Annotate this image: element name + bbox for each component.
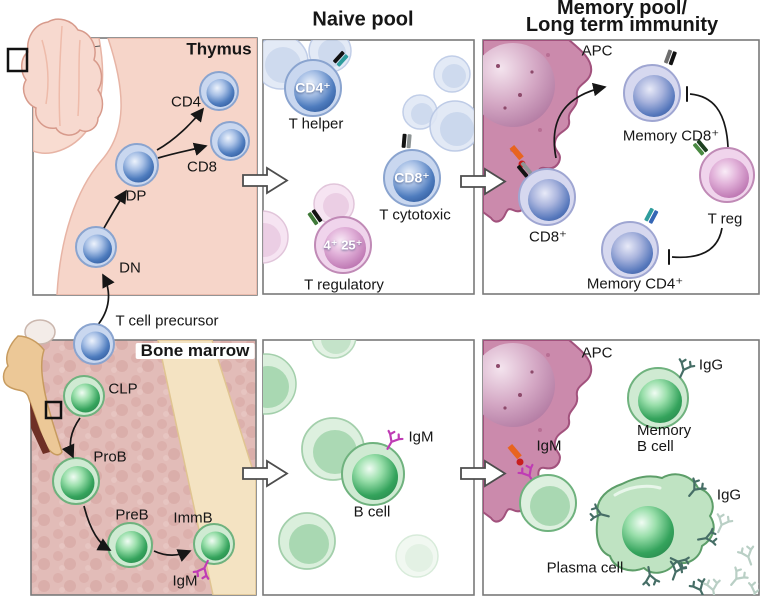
memory-pool-title-line1: Memory pool/ [556, 0, 688, 19]
memory-pool-title-line2: Long term immunity [525, 14, 719, 36]
memory-t-content [483, 40, 755, 279]
t-helper-receptor [333, 50, 349, 67]
naive-t-cells [263, 40, 474, 274]
t-regulatory-cell [314, 216, 372, 274]
memory-b-cell-label: Memory B cell [637, 423, 691, 455]
background-b-cell [311, 340, 357, 359]
cd4-plus-cell-label: CD4⁺ [295, 79, 331, 96]
thymus-organ-illustration [6, 18, 104, 136]
antigen-dot [516, 458, 524, 466]
arrow-dp-to-cd4 [156, 107, 205, 151]
naive-pool-title: Naive pool [312, 8, 414, 31]
arrow-precursor-to-dn [96, 273, 115, 327]
immb-cell [193, 523, 235, 565]
igg-memory-label: IgG [698, 356, 724, 374]
t-reg-label: T reg [707, 210, 743, 228]
plasma-cell-label: Plasma cell [546, 559, 624, 577]
b-cell [341, 442, 405, 506]
t-cell-precursor-label: T cell precursor [115, 312, 219, 330]
preb-label: PreB [115, 506, 149, 524]
background-naive-t-cell [429, 100, 474, 152]
arrow-prob-to-preb [83, 505, 112, 551]
memory-cd4-cell [601, 221, 659, 279]
arrow-dn-to-dp [103, 189, 127, 229]
cd8-effector-receptor [516, 161, 533, 178]
background-naive-pink-cell [263, 210, 289, 264]
apc-label-top: APC [581, 42, 613, 60]
prob-cell [52, 457, 100, 505]
thymus-panel-label: Thymus [186, 39, 252, 59]
cd8-effector-label: CD8⁺ [529, 228, 567, 246]
inhibit-treg-memcd4 [671, 227, 723, 259]
memory-pool-title: Memory pool/ Long term immunity [525, 0, 719, 36]
cd8-cell [210, 121, 250, 161]
igg-plasma-label: IgG [716, 486, 742, 504]
memory-cd8-cell [623, 64, 681, 122]
t-helper-label: T helper [288, 115, 344, 133]
arrow-dp-to-cd8 [157, 142, 208, 159]
t-reg-cell [699, 147, 755, 203]
dp-cell [115, 143, 159, 187]
immb-label: ImmB [173, 509, 213, 527]
arrow-clp-to-prob [61, 417, 81, 459]
apc-mhc-complex [509, 144, 524, 161]
t-cytotoxic-receptor [401, 133, 412, 149]
t-helper-cell [284, 59, 342, 117]
background-b-cell [278, 512, 336, 570]
b-cell-label: B cell [353, 503, 391, 521]
cd8-effector-cell [518, 168, 576, 226]
memory-b-cell [627, 367, 689, 429]
apc-mhc-complex [507, 443, 522, 460]
memory-b-content [483, 340, 759, 595]
cd8-label: CD8 [186, 158, 218, 176]
cd4-label: CD4 [170, 93, 202, 111]
background-b-cell [263, 353, 297, 415]
igm-marrow-label: IgM [172, 572, 198, 590]
bone-illustration [2, 319, 63, 456]
background-b-cell [395, 534, 439, 578]
naive-b-cells [263, 340, 439, 578]
memory-cd4-receptor [644, 207, 659, 224]
activated-b-cell [519, 474, 577, 532]
t-cytotoxic-cell [383, 149, 441, 207]
arrow-cd8-to-memory [553, 82, 607, 159]
memory-b-cell-label-line1: Memory [637, 422, 692, 439]
igm-naive-b-label: IgM [408, 428, 434, 446]
b-lineage-cells [52, 375, 235, 582]
t-regulatory-receptor [307, 209, 323, 226]
t-cell-precursor-cell [73, 323, 115, 365]
dn-label: DN [119, 259, 141, 277]
clp-label: CLP [108, 380, 138, 398]
igm-memory-b-label: IgM [536, 437, 562, 455]
inhibit-treg-memcd8 [689, 93, 729, 148]
arrow-preb-to-immb [153, 549, 192, 562]
dn-cell [75, 226, 117, 268]
thymocyte-cells [75, 71, 250, 268]
prob-label: ProB [93, 448, 127, 466]
cd4-cell [199, 71, 239, 111]
preb-cell [107, 522, 153, 568]
memory-b-cell-label-line2: B cell [637, 438, 674, 455]
clp-cell [63, 375, 105, 417]
cd8-plus-cell-label: CD8⁺ [394, 169, 430, 186]
background-naive-t-cell [433, 55, 471, 93]
magnified-region-box [44, 400, 63, 420]
memory-cd4-label: Memory CD4⁺ [586, 275, 684, 293]
memory-cd8-label: Memory CD8⁺ [622, 127, 720, 145]
dp-label: DP [125, 187, 147, 205]
t-cytotoxic-label: T cytotoxic [379, 206, 451, 224]
memory-cd8-receptor [664, 49, 677, 66]
treg-markers-label: 4⁺ 25⁺ [323, 237, 363, 253]
bone-marrow-panel-label: Bone marrow [135, 342, 255, 359]
magnified-region-box [6, 47, 29, 73]
t-reg-receptor [692, 139, 709, 156]
t-regulatory-label: T regulatory [304, 276, 384, 294]
apc-label-bottom: APC [581, 344, 613, 362]
